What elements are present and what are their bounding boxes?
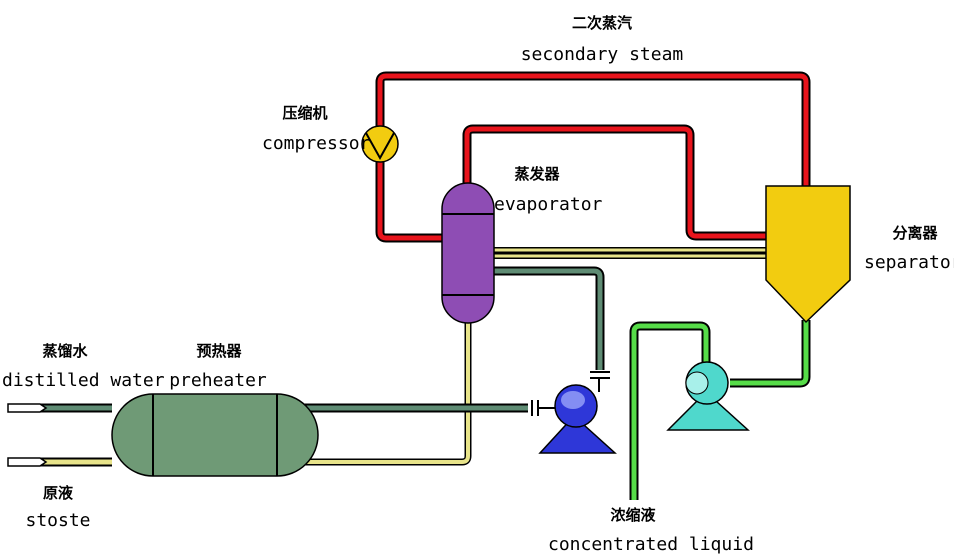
evaporator <box>441 182 495 324</box>
compressed-steam-pipe <box>375 160 442 243</box>
preheater-label-zh: 预热器 <box>196 342 242 360</box>
condensate-pipe <box>494 266 605 370</box>
concentrate-pump-icon <box>666 361 750 431</box>
preheater <box>111 393 319 477</box>
separator-drain-pipe <box>730 320 811 388</box>
separator <box>765 185 851 324</box>
concentrated-liquid-label: concentrated liquid <box>548 534 754 555</box>
separator-label-zh: 分离器 <box>892 224 938 242</box>
concentrated-liquid-label-zh: 浓缩液 <box>610 506 656 524</box>
distilled-water-label: distilled water <box>2 370 165 391</box>
compressor-icon <box>361 125 399 163</box>
evaporator-label-zh: 蒸发器 <box>514 165 560 183</box>
compressor-label: compressor <box>262 133 371 154</box>
stoste-label-zh: 原液 <box>42 484 73 502</box>
compressor-label-zh: 压缩机 <box>282 104 328 122</box>
preheated-feed-pipe <box>300 318 472 466</box>
secondary-steam-label-zh: 二次蒸汽 <box>571 14 632 32</box>
preheater-label: preheater <box>169 370 267 391</box>
distilled-water-label-zh: 蒸馏水 <box>42 342 88 360</box>
evaporator-label: evaporator <box>494 194 603 215</box>
secondary-steam-label: secondary steam <box>520 44 684 65</box>
separator-label: separator <box>864 252 954 273</box>
stoste-label: stoste <box>25 510 91 531</box>
condensate-pump-icon <box>538 384 617 454</box>
